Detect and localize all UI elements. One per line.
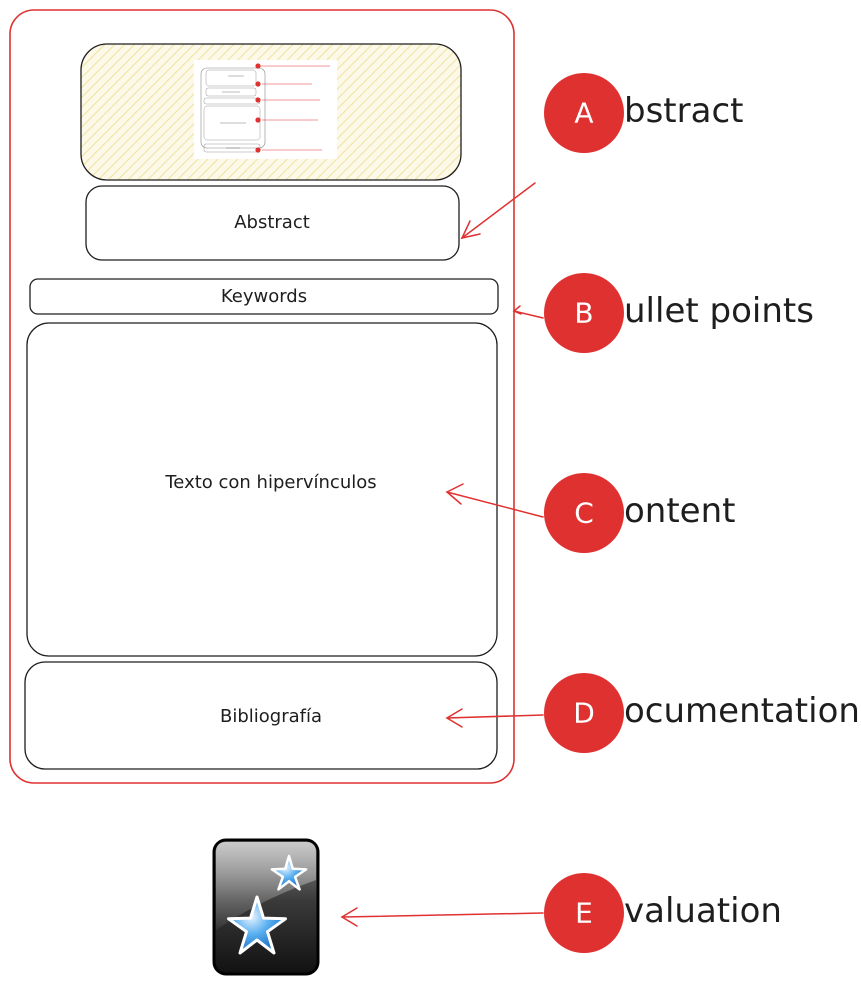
badge-e bbox=[544, 873, 624, 953]
diagram-thumbnail-image bbox=[194, 60, 337, 159]
badge-b bbox=[544, 273, 624, 353]
legend-item-e: E valuation bbox=[544, 873, 782, 953]
thumbnail-box bbox=[80, 43, 462, 181]
badge-e-letter: E bbox=[575, 897, 593, 930]
badge-d bbox=[544, 673, 624, 753]
legend-e-text: valuation bbox=[624, 891, 782, 931]
outer-frame bbox=[9, 9, 515, 784]
legend-item-a: A bstract bbox=[544, 73, 743, 153]
legend-a-text: bstract bbox=[624, 91, 743, 131]
abstract-label: Abstract bbox=[234, 212, 310, 233]
anki-star-icon bbox=[212, 838, 320, 976]
arrow-c bbox=[445, 483, 544, 518]
content-label: Texto con hipervínculos bbox=[164, 472, 376, 493]
legend-c-text: ontent bbox=[624, 491, 735, 531]
badge-d-letter: D bbox=[573, 697, 595, 730]
bibliography-box: Bibliografía bbox=[24, 661, 498, 770]
arrow-a bbox=[460, 182, 536, 240]
bibliography-label: Bibliografía bbox=[220, 706, 322, 727]
legend-item-d: D ocumentation bbox=[544, 673, 860, 753]
badge-b-letter: B bbox=[574, 297, 593, 330]
badge-c-letter: C bbox=[574, 497, 594, 530]
legend-d-text: ocumentation bbox=[624, 691, 860, 731]
arrow-d bbox=[445, 708, 544, 728]
keywords-box: Keywords bbox=[29, 278, 499, 315]
legend-item-b: B ullet points bbox=[544, 273, 814, 353]
legend-b-text: ullet points bbox=[624, 291, 814, 331]
keywords-label: Keywords bbox=[221, 286, 307, 307]
arrow-b bbox=[512, 305, 544, 319]
arrow-e bbox=[340, 907, 544, 927]
badge-c bbox=[544, 473, 624, 553]
legend-item-c: C ontent bbox=[544, 473, 735, 553]
badge-a bbox=[544, 73, 624, 153]
badge-a-letter: A bbox=[574, 97, 593, 130]
abstract-box: Abstract bbox=[85, 185, 460, 261]
content-box: Texto con hipervínculos bbox=[26, 322, 498, 657]
